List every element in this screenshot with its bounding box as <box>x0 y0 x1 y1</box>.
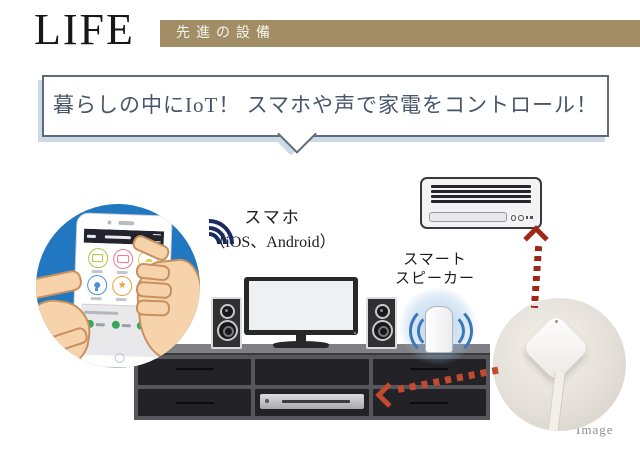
ac-flap <box>429 212 507 222</box>
app-title-bar <box>104 234 131 239</box>
drawer <box>372 389 486 416</box>
cabinet-top <box>134 344 490 355</box>
drawer <box>138 389 252 416</box>
tv-stand-neck <box>296 335 306 343</box>
app-icon-star: ★ <box>110 275 134 302</box>
back-button-icon <box>86 234 96 238</box>
app-icon-ac <box>111 248 135 275</box>
tv-stand-base <box>273 341 329 348</box>
remote-led-icon <box>555 320 558 323</box>
smart-speaker <box>425 306 453 353</box>
stereo-speaker-left <box>211 297 242 349</box>
air-conditioner-icon <box>112 248 134 270</box>
star-icon: ★ <box>111 275 133 297</box>
dvd-slot <box>282 400 350 403</box>
dvd-power-icon <box>265 399 270 403</box>
dvd-recorder-bay <box>255 389 369 416</box>
ac-controls <box>511 213 533 222</box>
app-icon-light <box>85 274 109 301</box>
smartphone-label: スマホ （iOS、Android） <box>209 208 336 251</box>
tv-icon <box>87 247 109 269</box>
woofer-icon <box>372 320 393 341</box>
drawer <box>255 359 369 385</box>
home-button-icon <box>114 352 125 364</box>
status-dot-icon <box>111 320 120 329</box>
remote-cable <box>547 371 566 431</box>
ac-vents <box>431 185 531 205</box>
tweeter-icon <box>375 304 390 319</box>
banner-label: 先進の設備 <box>176 26 276 41</box>
light-bulb-icon <box>86 274 108 296</box>
finger <box>135 262 171 282</box>
cabinet-drawers <box>134 355 490 420</box>
life-logo: LIFE <box>34 5 135 54</box>
sound-wave-icon <box>421 305 473 357</box>
tv <box>244 277 358 335</box>
earpiece-icon <box>118 220 135 226</box>
camera-dot-icon <box>107 220 112 225</box>
callout-text: 暮らしの中にIoT！ スマホや声で家電をコントロール！ <box>53 93 598 117</box>
arrow-up-head-icon <box>523 225 549 251</box>
air-conditioner <box>420 177 542 229</box>
smartphone-illustration-circle: ☁ ★ ☎ <box>36 204 200 368</box>
section-banner: 先進の設備 <box>160 20 640 47</box>
sound-wave-icon <box>409 305 461 357</box>
app-icon-tv <box>86 247 110 274</box>
tv-screen <box>249 281 353 330</box>
woofer-icon <box>217 320 238 341</box>
tweeter-icon <box>220 304 235 319</box>
smart-remote-photo <box>493 298 626 431</box>
tv-cabinet <box>134 344 490 420</box>
tv-power-led-icon <box>354 332 356 334</box>
finger <box>135 280 173 300</box>
stereo-speaker-right <box>366 297 397 349</box>
smart-speaker-label: スマート スピーカー <box>394 252 475 287</box>
finger <box>135 299 171 317</box>
dvd-recorder <box>260 394 364 409</box>
callout-bubble: 暮らしの中にIoT！ スマホや声で家電をコントロール！ <box>42 75 609 137</box>
arrow-to-air-conditioner <box>530 245 543 309</box>
